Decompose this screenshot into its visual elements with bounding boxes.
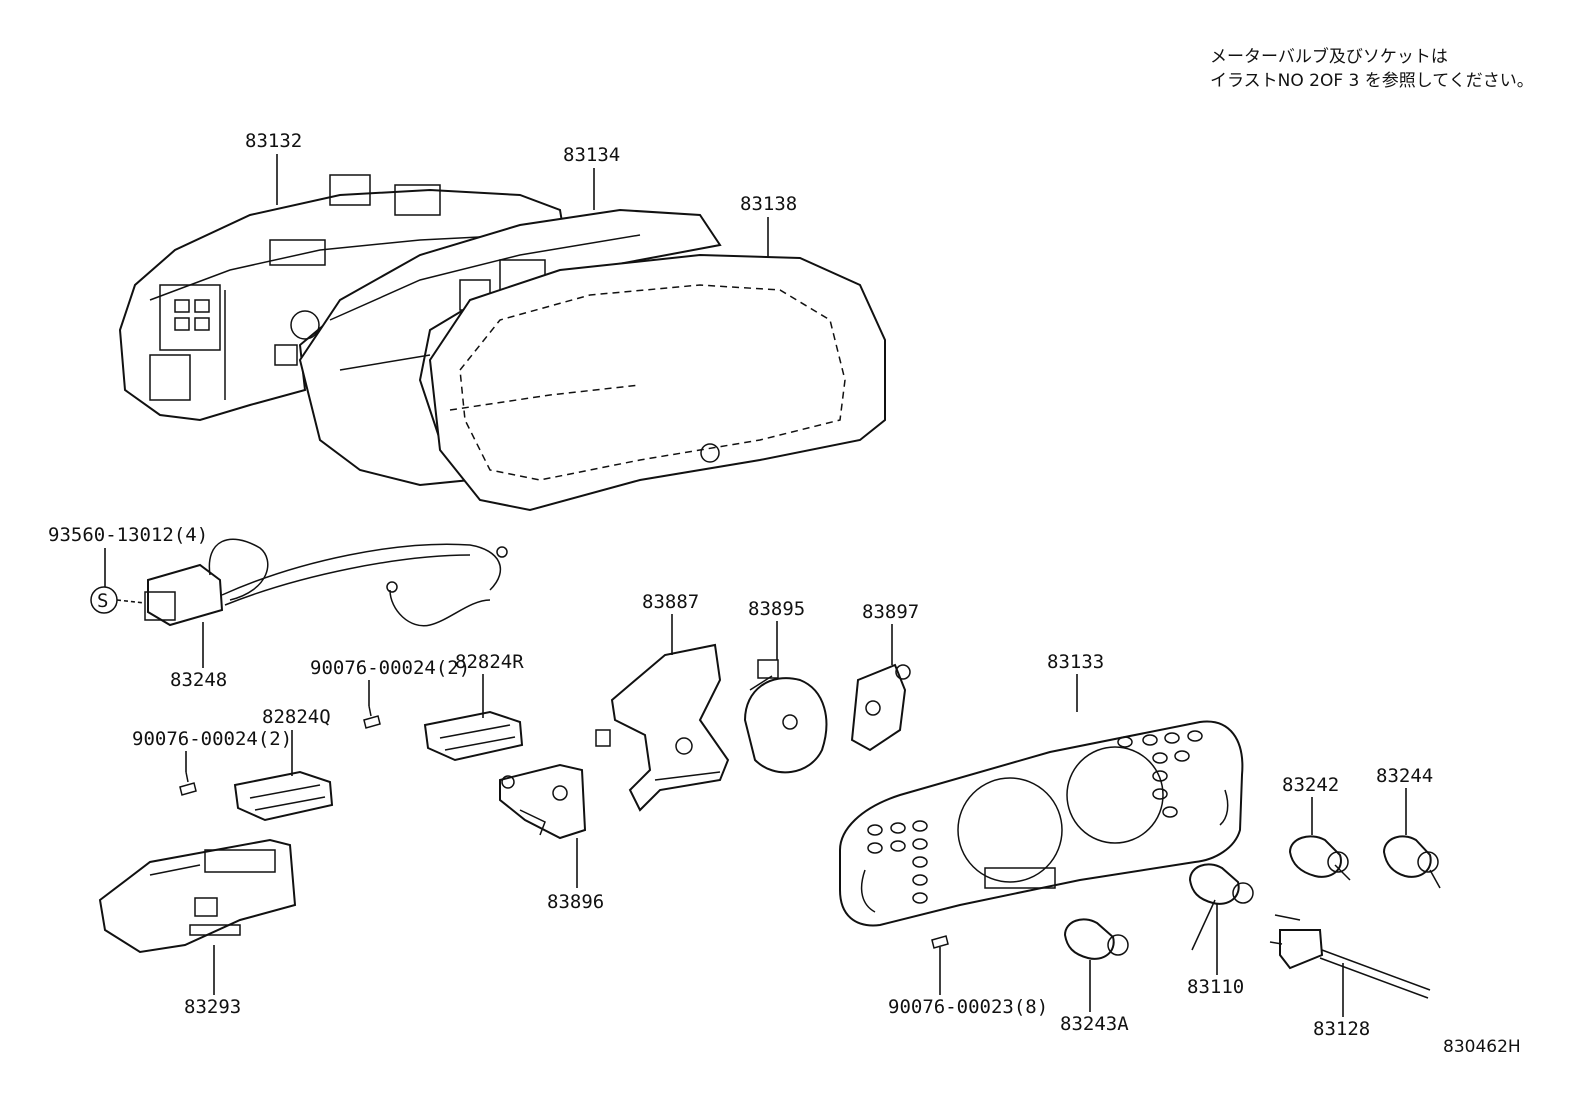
- part-83138-cover-drawing: [428, 253, 886, 512]
- part-83895-gauge-drawing: [743, 659, 828, 774]
- part-83110-socket-drawing: [1188, 863, 1254, 951]
- callout-90076-00024-upper: 90076-00024(2): [310, 657, 470, 679]
- screw-90076-00024-lower-drawing: [179, 771, 197, 796]
- callout-83248: 83248: [170, 669, 227, 691]
- note-line-2: イラストNO 2OF 3 を参照してください。: [1210, 71, 1534, 91]
- callout-82824Q: 82824Q: [262, 706, 331, 728]
- callout-93560-13012: 93560-13012(4): [48, 524, 208, 546]
- part-82824R-connector-drawing: [423, 710, 524, 762]
- s-mark-leader: [116, 599, 146, 604]
- callout-90076-00023: 90076-00023(8): [888, 996, 1048, 1018]
- part-83887-drive-drawing: [595, 643, 730, 812]
- s-mark-label: S: [97, 590, 108, 612]
- part-82824Q-connector-drawing: [233, 770, 334, 822]
- callout-83128: 83128: [1313, 1018, 1370, 1040]
- callout-83133: 83133: [1047, 651, 1104, 673]
- part-83128-pin-drawing: [1269, 914, 1431, 999]
- part-83133-dial-plate-drawing: [839, 720, 1244, 927]
- callout-83132: 83132: [245, 130, 302, 152]
- callout-83242: 83242: [1282, 774, 1339, 796]
- callout-83895: 83895: [748, 598, 805, 620]
- callout-83243A: 83243A: [1060, 1013, 1129, 1035]
- part-83242-socket-drawing: [1288, 835, 1351, 881]
- part-83897-gauge-drawing: [850, 663, 911, 752]
- callout-83887: 83887: [642, 591, 699, 613]
- screw-90076-00023-drawing: [931, 935, 949, 949]
- screw-90076-00024-upper-drawing: [363, 705, 381, 729]
- note-line-1: メーターバルブ及びソケットは: [1210, 46, 1448, 67]
- callout-83897: 83897: [862, 601, 919, 623]
- diagram-id: 830462H: [1443, 1037, 1521, 1057]
- part-83248-relay-drawing: [144, 538, 508, 627]
- callout-90076-00024-lower: 90076-00024(2): [132, 728, 292, 750]
- callout-83896: 83896: [547, 891, 604, 913]
- callout-83134: 83134: [563, 144, 620, 166]
- callout-83138: 83138: [740, 193, 797, 215]
- part-83896-gauge-drawing: [499, 763, 587, 840]
- part-83293-board-drawing: [98, 838, 297, 954]
- callout-83110: 83110: [1187, 976, 1244, 998]
- part-83243A-socket-drawing: [1063, 918, 1129, 960]
- callout-83293: 83293: [184, 996, 241, 1018]
- callout-82824R: 82824R: [455, 651, 524, 673]
- part-83244-socket-drawing: [1382, 835, 1441, 889]
- callout-83244: 83244: [1376, 765, 1433, 787]
